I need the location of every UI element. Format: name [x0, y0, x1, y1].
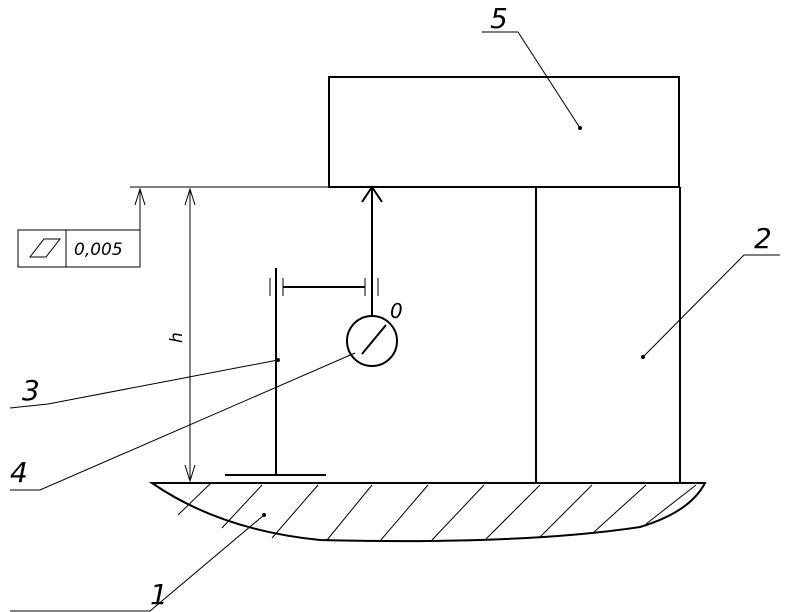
label-part-1: 1 — [150, 578, 168, 611]
label-indicator-zero: 0 — [390, 299, 403, 323]
flatness-parallelogram-icon — [28, 238, 62, 258]
workpiece — [328, 76, 680, 188]
label-height: h — [167, 332, 187, 343]
tolerance-frame — [17, 229, 141, 268]
tolerance-value: 0,005 — [74, 240, 123, 260]
dial-indicator — [346, 185, 398, 367]
label-part-2: 2 — [754, 222, 772, 255]
indicator-stand — [225, 268, 379, 476]
base-plate — [148, 482, 707, 543]
leader-dots — [262, 126, 645, 517]
leader-lines — [9, 31, 780, 612]
label-part-4: 4 — [10, 456, 28, 489]
height-dimension — [184, 187, 196, 483]
support-block — [535, 187, 681, 483]
label-part-3: 3 — [22, 374, 40, 407]
indicator-needle — [361, 324, 387, 355]
base-hatching — [177, 482, 697, 542]
label-part-5: 5 — [490, 2, 508, 35]
